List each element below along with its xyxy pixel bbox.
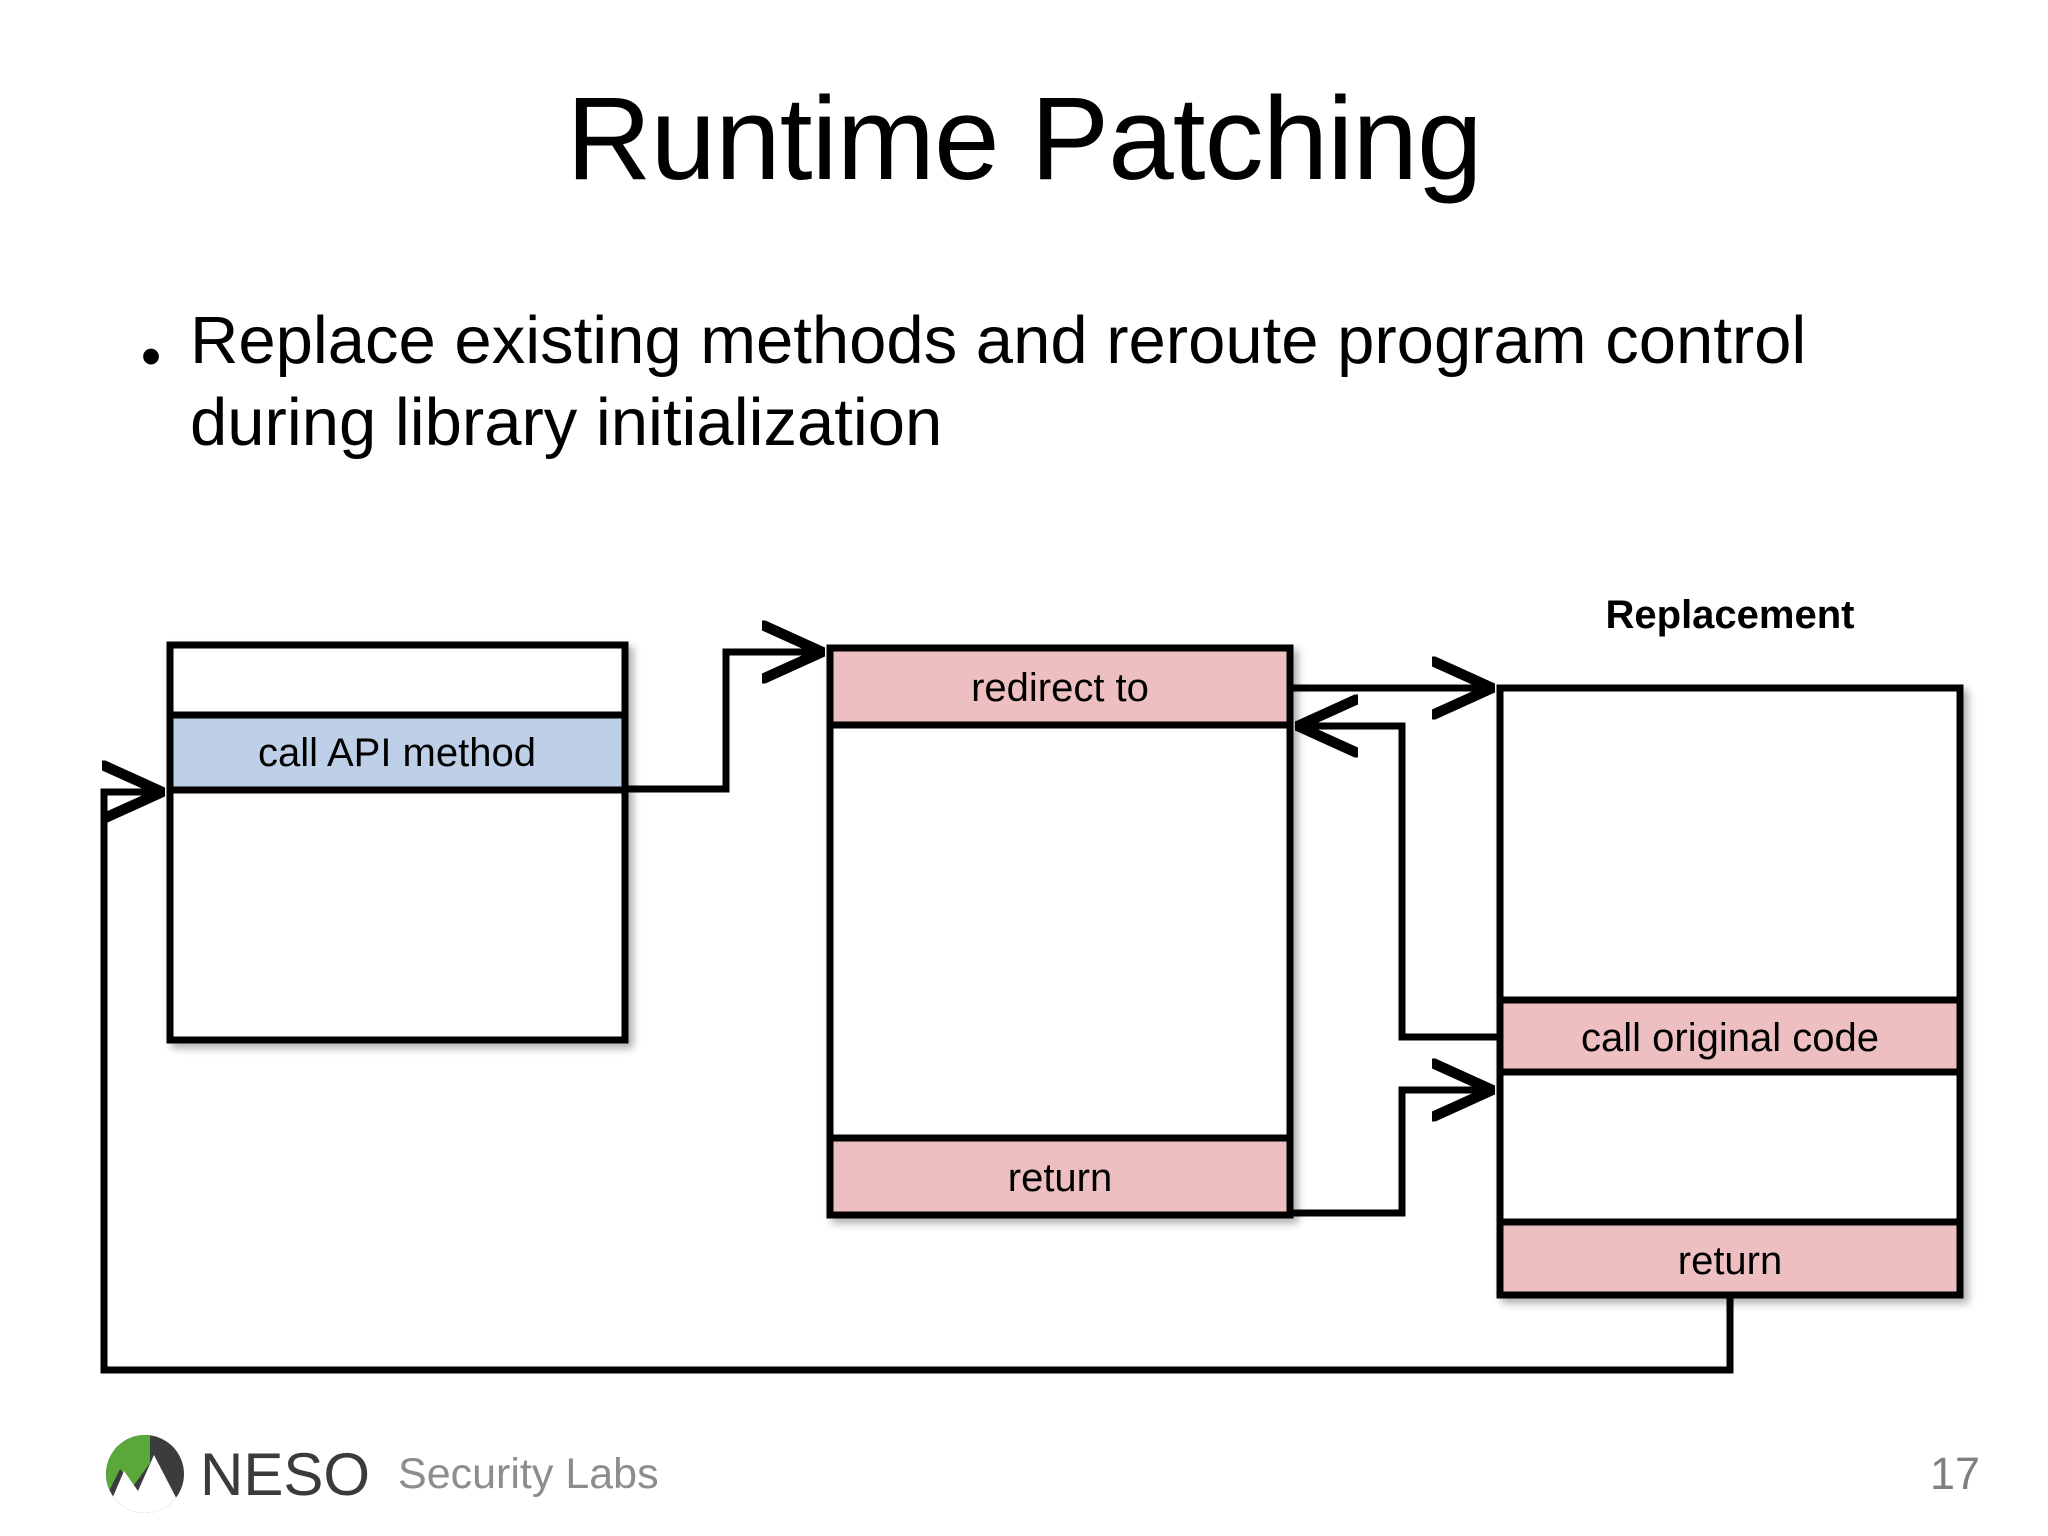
connector-app-to-api-method: [621, 652, 818, 793]
column-replacement: Replacement call original code return: [1496, 593, 1964, 1299]
bullet-marker-icon: •: [140, 324, 162, 389]
replacement-row-call-original-code: [1496, 996, 1964, 1076]
neso-logo-icon: [104, 1433, 186, 1515]
replacement-box: [1496, 684, 1964, 1299]
api-method-row-return-label: return: [1008, 1156, 1113, 1200]
replacement-row-return-label: return: [1678, 1239, 1783, 1283]
footer-brand: NESO Security Labs: [104, 1424, 659, 1524]
brand-name: NESO: [200, 1440, 371, 1508]
app-box-outline: [166, 641, 629, 1044]
api-method-row-redirect-to-label: redirect to: [971, 666, 1149, 710]
page-number: 17: [1929, 1448, 1980, 1499]
connector-replacement-return-to-app: [100, 792, 1734, 1374]
column-api-method: API Method redirect to return: [826, 644, 1294, 1219]
column-app: App call API method: [166, 641, 629, 1044]
bullet-item-text: Replace existing methods and reroute pro…: [190, 303, 1807, 460]
runtime-patching-diagram: App call API method API Method redirect …: [0, 560, 2048, 1400]
page-title: Runtime Patching: [566, 73, 1482, 205]
app-row-call-api-method-label: call API method: [258, 731, 536, 775]
connector-api-method-return-to-replacement: [1286, 1090, 1488, 1217]
api-method-row-redirect-to: [826, 644, 1294, 729]
app-row-call-api-method: [166, 711, 629, 794]
app-box: [166, 641, 629, 1044]
connector-replacement-call-original-to-api-method: [1302, 726, 1504, 1041]
replacement-row-call-original-code-label: call original code: [1581, 1016, 1879, 1060]
bullet-list: • Replace existing methods and reroute p…: [112, 300, 1962, 463]
api-method-box: [826, 644, 1294, 1219]
diagram-svg: App call API method API Method redirect …: [100, 593, 1964, 1374]
api-method-row-return: [826, 1134, 1294, 1219]
connector-layer: [100, 652, 1734, 1374]
brand-tagline: Security Labs: [398, 1449, 659, 1498]
api-method-box-outline: [826, 644, 1294, 1219]
column-label-replacement: Replacement: [1606, 593, 1855, 637]
replacement-box-outline: [1496, 684, 1964, 1299]
